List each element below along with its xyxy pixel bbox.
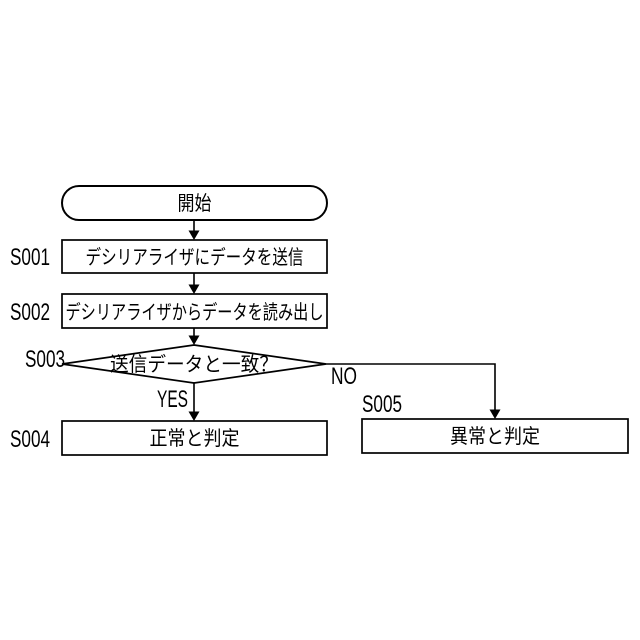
process-label-s004: 正常と判定	[150, 427, 240, 450]
step-label-s002: S002	[10, 299, 50, 326]
arrowhead-start-s001	[188, 230, 200, 240]
step-label-s001: S001	[10, 244, 50, 271]
process-box-s005	[361, 418, 629, 454]
arrowhead-s003-s004	[188, 411, 200, 421]
process-box-s004	[61, 420, 328, 456]
start-label: 開始	[178, 192, 212, 215]
step-label-s004: S004	[10, 426, 50, 453]
step-label-s003: S003	[25, 346, 65, 373]
connector-s003-s005	[326, 363, 496, 411]
arrowhead-s001-s002	[188, 284, 200, 294]
step-label-s005: S005	[362, 391, 402, 418]
process-box-s001	[61, 239, 328, 274]
branch-label-yes: YES	[157, 386, 188, 413]
arrowhead-s002-s003	[188, 335, 200, 345]
process-label-s002: デシリアライザからデータを読み出し	[66, 301, 324, 324]
process-label-s005: 異常と判定	[450, 425, 540, 448]
branch-label-no: NO	[331, 363, 357, 390]
decision-label-s003: 送信データと一致？	[110, 353, 278, 376]
process-label-s001: デシリアライザにデータを送信	[86, 246, 304, 269]
arrowhead-s003-s005	[489, 409, 501, 419]
